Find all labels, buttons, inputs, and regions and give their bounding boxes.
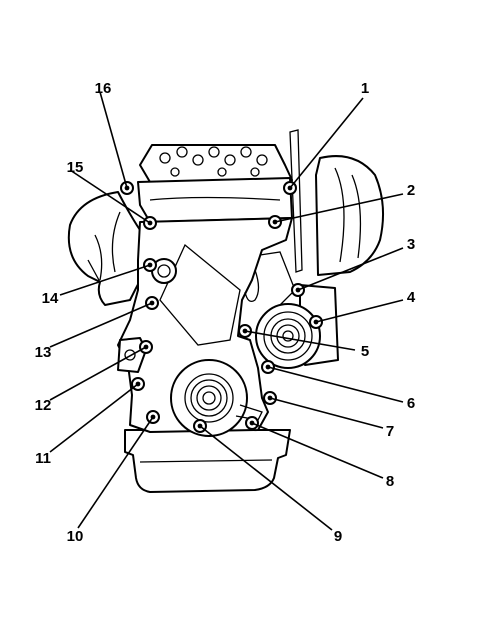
- exhaust-manifold: [289, 129, 384, 276]
- callout-8: 8: [386, 473, 394, 490]
- crankshaft-pulley: [170, 359, 263, 437]
- callout-3: 3: [407, 236, 415, 253]
- callout-6: 6: [407, 395, 415, 412]
- callout-2: 2: [407, 182, 415, 199]
- callout-1: 1: [361, 80, 369, 97]
- cylinder-head: [137, 144, 293, 223]
- oil-pan: [124, 429, 291, 493]
- callout-15: 15: [67, 159, 84, 176]
- leader-lines: [49, 91, 404, 531]
- callout-4: 4: [407, 289, 416, 306]
- callout-13: 13: [35, 344, 52, 361]
- callout-11: 11: [35, 450, 51, 467]
- callout-14: 14: [42, 290, 59, 307]
- callout-9: 9: [334, 528, 342, 545]
- upper-pulley: [255, 303, 321, 369]
- callout-16: 16: [95, 80, 112, 97]
- callout-12: 12: [35, 397, 52, 414]
- callout-10: 10: [67, 528, 84, 545]
- cam-cover-holes: [159, 146, 268, 177]
- callout-5: 5: [361, 343, 369, 360]
- callout-7: 7: [386, 423, 394, 440]
- callout-labels: 1 2 3 4 5 6 7 8 9 10 11 12 13 14 15 16: [35, 80, 416, 545]
